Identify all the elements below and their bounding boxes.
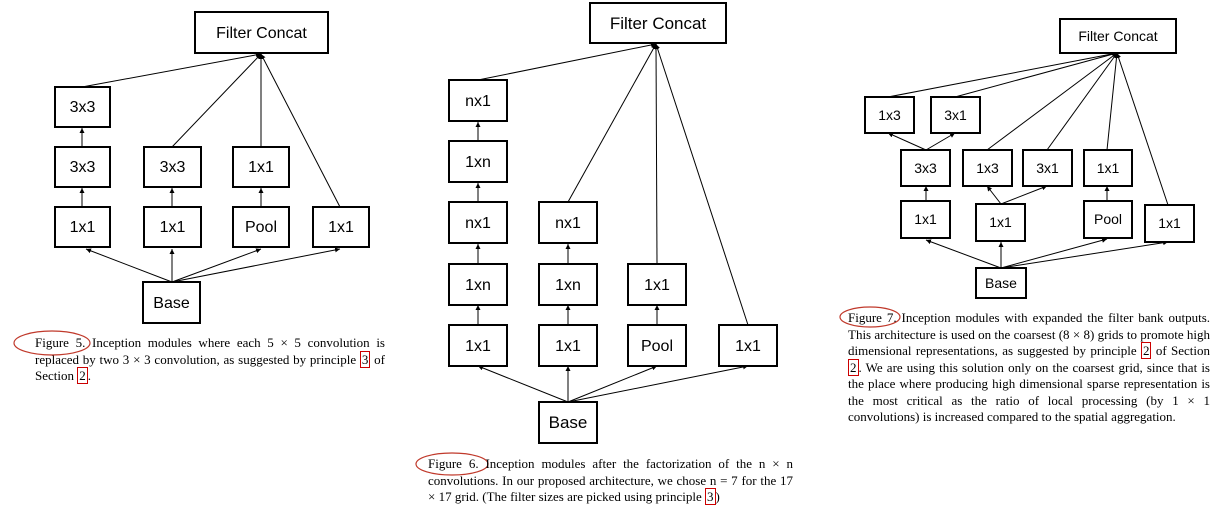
principle-reference-link[interactable]: 3	[705, 488, 716, 505]
node-base: Base	[538, 401, 598, 444]
node-pool: Pool	[232, 206, 290, 248]
node-conv-1x1: 1x1	[718, 324, 778, 367]
node-conv-1x1: 1x1	[627, 263, 687, 306]
figure-5-diagram: Filter Concat 3x3 3x3 1x1 3x3 1x1 1x1 P	[13, 11, 370, 356]
node-label: 3x1	[944, 107, 967, 123]
node-conv-nx1: nx1	[448, 79, 508, 122]
node-label: 1x3	[878, 107, 901, 123]
node-filter-concat: Filter Concat	[589, 2, 727, 44]
figure-7-diagram: Filter Concat 1x3 3x1 3x3 1x3 3x1 1x1 1	[839, 18, 1195, 328]
node-label: 1x1	[1097, 160, 1120, 176]
node-label: 1x1	[1158, 215, 1181, 231]
caption-text: Inception modules where each 5 × 5 convo…	[35, 335, 385, 367]
node-label: Pool	[641, 338, 673, 355]
node-conv-1x1: 1x1	[900, 200, 951, 239]
node-label: 1x1	[160, 219, 186, 236]
caption-text: Inception modules with expanded the filt…	[848, 310, 1211, 358]
node-conv-1x1: 1x1	[54, 206, 111, 248]
node-filter-concat: Filter Concat	[1059, 18, 1177, 54]
node-conv-1x1: 1x1	[538, 324, 598, 367]
node-conv-nx1: nx1	[448, 201, 508, 244]
node-label: 1xn	[465, 154, 491, 171]
figure-label-highlight	[839, 306, 901, 328]
node-label: 1x1	[248, 159, 274, 176]
figure-7-label: Figure 7.	[848, 310, 897, 325]
node-label: 1x1	[328, 219, 354, 236]
node-conv-1xn: 1xn	[448, 263, 508, 306]
node-label: 1x1	[735, 338, 761, 355]
node-label: Base	[985, 275, 1017, 291]
node-conv-1x1: 1x1	[312, 206, 370, 248]
node-conv-3x3: 3x3	[54, 86, 111, 128]
node-label: Filter Concat	[610, 14, 707, 33]
node-label: 3x3	[160, 159, 186, 176]
node-conv-nx1: nx1	[538, 201, 598, 244]
caption-text: of Section	[35, 351, 385, 384]
node-label: 3x3	[914, 160, 937, 176]
node-label: Filter Concat	[1078, 28, 1157, 44]
node-conv-1x3: 1x3	[864, 96, 915, 134]
figure-6-diagram: Filter Concat nx1 1xn nx1 1xn 1x1 nx1 1	[415, 2, 778, 476]
node-conv-1x1: 1x1	[1144, 204, 1195, 243]
node-label: 3x3	[70, 159, 96, 176]
figure-7-caption: Figure 7. Inception modules with expande…	[848, 310, 1210, 426]
caption-text: )	[715, 489, 720, 504]
section-reference-link[interactable]: 2	[848, 358, 859, 376]
node-conv-3x1: 3x1	[930, 96, 981, 134]
node-label: 1x3	[976, 160, 999, 176]
node-conv-3x3: 3x3	[143, 146, 202, 188]
figure-label-highlight	[13, 330, 91, 356]
node-conv-3x3: 3x3	[900, 149, 951, 187]
figure-7-edges	[887, 51, 1169, 269]
node-conv-1x1: 1x1	[975, 203, 1026, 242]
node-conv-3x3: 3x3	[54, 146, 111, 188]
node-label: 3x1	[1036, 160, 1059, 176]
node-conv-1xn: 1xn	[538, 263, 598, 306]
node-label: Filter Concat	[216, 25, 307, 42]
principle-reference-link[interactable]: 2	[1140, 342, 1152, 359]
node-label: 1xn	[465, 277, 491, 294]
node-conv-1x1: 1x1	[143, 206, 202, 248]
node-label: 1x1	[914, 211, 937, 227]
node-pool: Pool	[627, 324, 687, 367]
node-conv-1x3: 1x3	[962, 149, 1013, 187]
figure-6-edges	[475, 42, 749, 403]
section-reference-link[interactable]: 2	[77, 367, 88, 384]
node-label: nx1	[465, 215, 491, 232]
node-conv-1xn: 1xn	[448, 140, 508, 183]
node-pool: Pool	[1083, 200, 1133, 239]
node-conv-1x1: 1x1	[448, 324, 508, 367]
node-label: 1x1	[465, 338, 491, 355]
node-label: 1x1	[70, 219, 96, 236]
node-conv-1x1: 1x1	[232, 146, 290, 188]
node-label: Pool	[1094, 211, 1122, 227]
node-base: Base	[975, 267, 1027, 299]
node-label: Pool	[245, 219, 277, 236]
node-label: 1x1	[644, 277, 670, 294]
node-filter-concat: Filter Concat	[194, 11, 329, 54]
node-label: 1xn	[555, 277, 581, 294]
node-label: 1x1	[989, 214, 1012, 230]
node-label: 3x3	[70, 99, 96, 116]
figure-5-caption: Figure 5. Inception modules where each 5…	[35, 335, 385, 385]
figure-5-edges	[79, 52, 341, 283]
caption-text: . We are using this solution only on the…	[848, 359, 1210, 425]
node-conv-1x1: 1x1	[1083, 149, 1133, 187]
node-label: 1x1	[555, 338, 581, 355]
principle-reference-link[interactable]: 3	[359, 350, 371, 368]
node-label: nx1	[555, 215, 581, 232]
figure-6-caption: Figure 6. Inception modules after the fa…	[428, 456, 793, 506]
node-conv-3x1: 3x1	[1022, 149, 1073, 187]
node-label: Base	[153, 295, 190, 312]
caption-text: .	[87, 368, 91, 383]
caption-text: of Section	[1151, 343, 1210, 358]
node-label: nx1	[465, 93, 491, 110]
node-base: Base	[142, 281, 201, 324]
figure-6-label: Figure 6.	[428, 456, 479, 471]
figure-label-highlight	[415, 452, 489, 476]
figure-5-label: Figure 5.	[35, 335, 86, 350]
node-label: Base	[549, 413, 588, 432]
caption-text: Inception modules after the factorizatio…	[428, 456, 793, 504]
